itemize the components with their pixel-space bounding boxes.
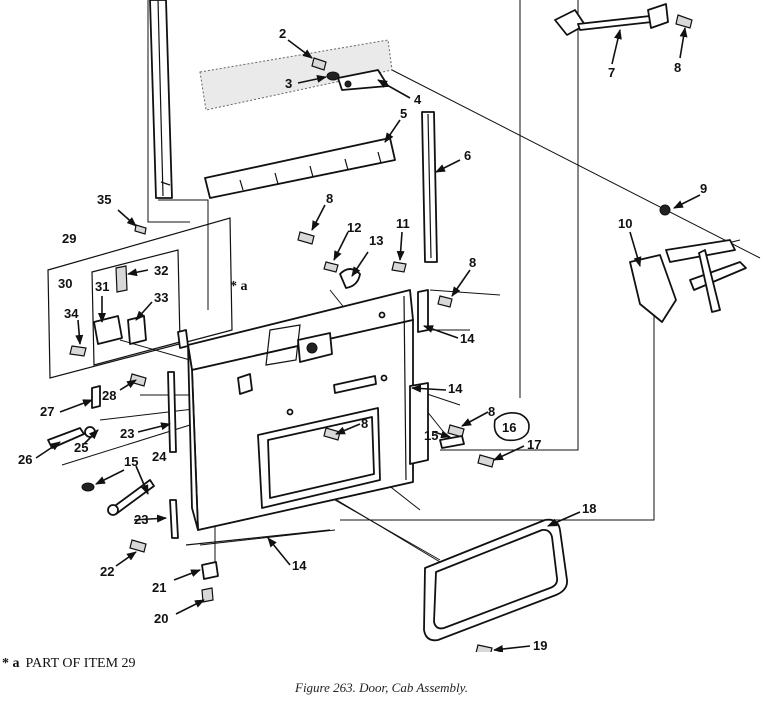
leader-arrows — [35, 27, 701, 652]
callout-6: 6 — [464, 148, 471, 163]
bracket-panel-29 — [47, 217, 233, 379]
callout-8-right: 8 — [469, 255, 476, 270]
callout-5: 5 — [400, 106, 407, 121]
callout-24: 24 — [152, 449, 167, 464]
callout-14-middle: 14 — [448, 381, 463, 396]
callout-35: 35 — [97, 192, 111, 207]
callout-28: 28 — [102, 388, 116, 403]
callout-8-panel: 8 — [361, 416, 368, 431]
callout-13: 13 — [369, 233, 383, 248]
diagram-canvas: 2 3 4 5 6 7 8 8 8 8 8 9 10 11 12 13 14 1… — [18, 0, 761, 652]
callout-17: 17 — [527, 437, 541, 452]
callout-7: 7 — [608, 65, 615, 80]
regulator-handle-24 — [107, 479, 155, 516]
callout-12: 12 — [347, 220, 361, 235]
callout-26: 26 — [18, 452, 32, 467]
door-lock-mechanism — [629, 204, 747, 323]
callout-star-a: * a — [230, 279, 248, 294]
guide-rods-23 — [167, 371, 179, 539]
footnote-marker: * a — [2, 656, 20, 671]
callout-25: 25 — [74, 440, 88, 455]
callout-21: 21 — [152, 580, 166, 595]
callout-4: 4 — [414, 92, 422, 107]
callout-11: 11 — [396, 216, 410, 231]
callout-14-bottom: 14 — [292, 558, 307, 573]
callout-32: 32 — [154, 263, 168, 278]
callout-29: 29 — [62, 231, 76, 246]
bottom-hinge-21 — [201, 561, 219, 603]
clip-12-13 — [323, 261, 361, 289]
callout-18: 18 — [582, 501, 596, 516]
callout-3: 3 — [285, 76, 292, 91]
callout-10: 10 — [618, 216, 632, 231]
callout-19: 19 — [533, 638, 547, 652]
callout-23-upper: 23 — [120, 426, 134, 441]
callout-2: 2 — [279, 26, 286, 41]
callout-23-lower: 23 — [134, 512, 148, 527]
callout-15-left: 15 — [124, 454, 138, 469]
glass-run-channel-right — [421, 111, 438, 263]
fastener-set — [69, 14, 693, 652]
callout-9: 9 — [700, 181, 707, 196]
callout-15-right: 15 — [424, 428, 438, 443]
callout-34: 34 — [64, 306, 79, 321]
callout-8-top-right: 8 — [674, 60, 681, 75]
callout-8-lower-right: 8 — [488, 404, 495, 419]
callout-20: 20 — [154, 611, 168, 626]
window-glass-assembly — [423, 518, 568, 642]
window-run-channel-left — [149, 0, 173, 199]
callout-30: 30 — [58, 276, 72, 291]
callout-labels: 2 3 4 5 6 7 8 8 8 8 8 9 10 11 12 13 14 1… — [18, 26, 707, 652]
door-inner-panel — [187, 289, 414, 531]
callout-22: 22 — [100, 564, 114, 579]
footnote-text: PART OF ITEM 29 — [25, 656, 136, 671]
weatherstrip-dotted — [199, 39, 393, 111]
remote-control-rod — [554, 3, 669, 36]
callout-31: 31 — [95, 279, 109, 294]
screw-and-washer-top — [311, 57, 340, 81]
footnote: * a PART OF ITEM 29 — [2, 656, 136, 672]
callout-8-upper: 8 — [326, 191, 333, 206]
callout-33: 33 — [154, 290, 168, 305]
callout-16: 16 — [502, 420, 516, 435]
callout-14-upper: 14 — [460, 331, 475, 346]
callout-27: 27 — [40, 404, 54, 419]
sash-channel — [204, 137, 396, 199]
figure-caption: Figure 263. Door, Cab Assembly. — [295, 680, 468, 695]
hand-drawn-circle-16 — [493, 412, 530, 442]
